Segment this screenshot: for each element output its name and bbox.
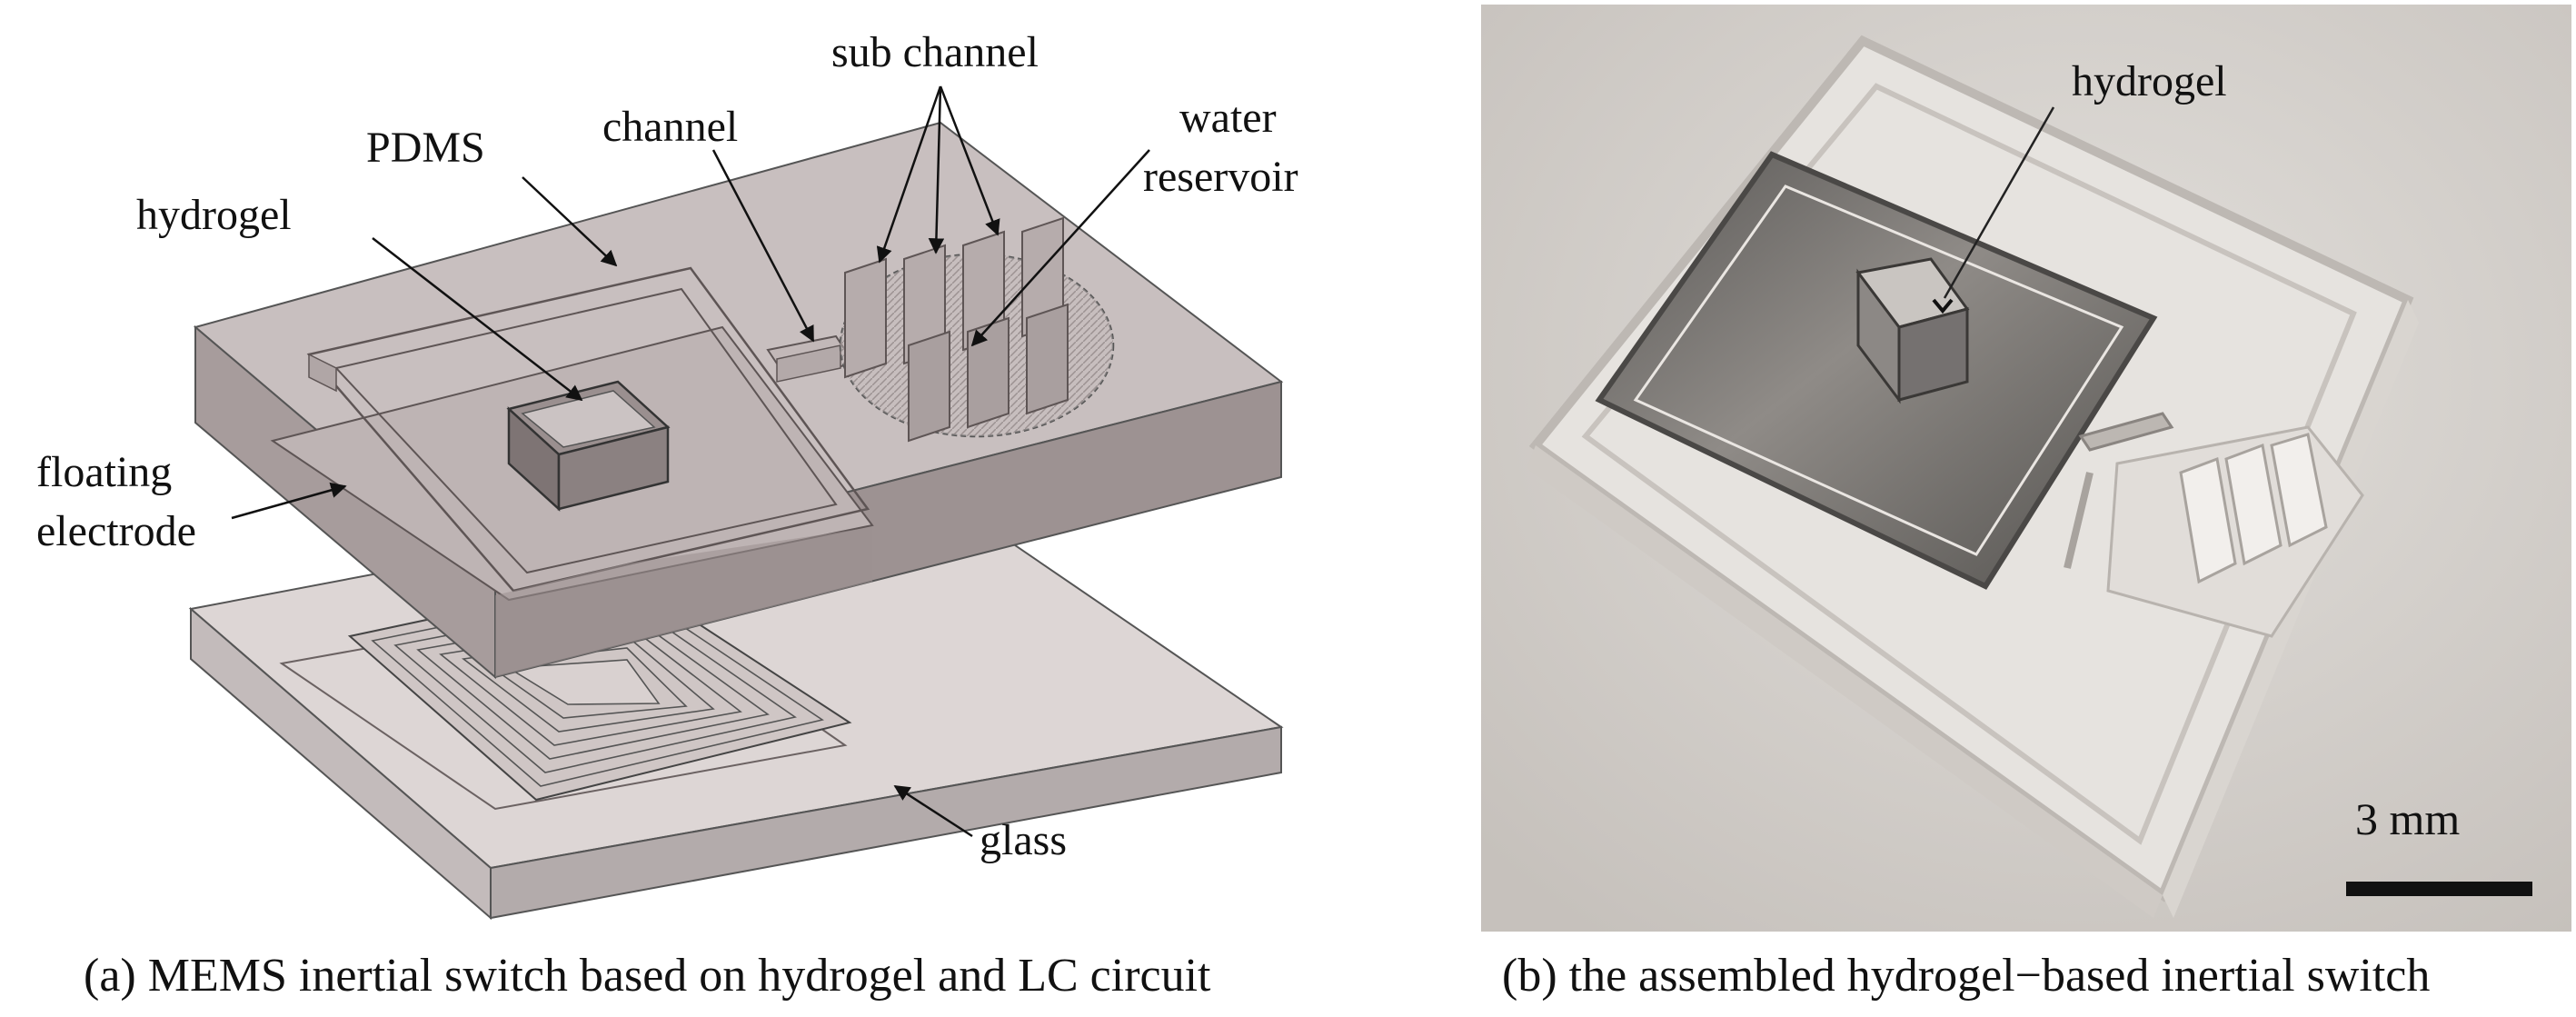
leader-arrows <box>231 85 1150 838</box>
panel-b-photo: hydrogel 3 mm (b) the assembled hydrogel… <box>1481 5 2571 1002</box>
label-water: water <box>1179 94 1277 142</box>
label-hydrogel: hydrogel <box>136 191 292 239</box>
label-channel: channel <box>602 103 738 151</box>
photo-leader-hydrogel <box>1943 106 2055 299</box>
label-reservoir: reservoir <box>1143 153 1298 201</box>
label-glass: glass <box>980 816 1067 864</box>
scale-bar <box>2346 882 2532 896</box>
label-electrode: electrode <box>36 507 196 555</box>
label-sub-channel: sub channel <box>831 28 1039 76</box>
pdms-slab <box>193 121 1284 680</box>
panel-a-schematic: sub channel channel PDMS water reservoir… <box>36 28 1298 1002</box>
scale-bar-label: 3 mm <box>2355 793 2460 844</box>
caption-a: (a) MEMS inertial switch based on hydrog… <box>84 950 1211 1002</box>
caption-b: (b) the assembled hydrogel−based inertia… <box>1502 950 2430 1002</box>
label-floating: floating <box>36 448 172 496</box>
photo-label-hydrogel: hydrogel <box>2072 57 2227 105</box>
device-photo <box>1527 35 2419 918</box>
label-pdms: PDMS <box>366 124 485 172</box>
hydrogel-cube <box>506 380 671 512</box>
